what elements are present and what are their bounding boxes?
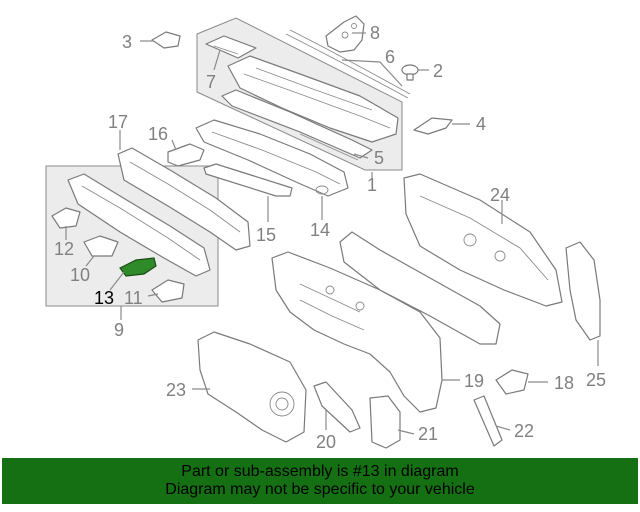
part-cross-member[interactable] <box>339 231 501 345</box>
part-20-bracket[interactable] <box>313 381 361 433</box>
part-10-bracket[interactable] <box>83 235 119 257</box>
part-15-strip[interactable] <box>203 163 293 197</box>
part-6-seal-strip[interactable] <box>285 29 411 99</box>
callout-5: 5 <box>374 148 384 168</box>
callout-20: 20 <box>316 432 336 452</box>
callout-9: 9 <box>114 320 124 340</box>
callout-15: 15 <box>256 225 276 245</box>
callout-16: 16 <box>148 124 168 144</box>
part-25-bracket[interactable] <box>565 241 601 341</box>
part-13-highlighted-bracket[interactable] <box>119 257 157 277</box>
callout-4: 4 <box>476 114 486 134</box>
callout-2: 2 <box>433 61 443 81</box>
callout-11: 11 <box>124 288 143 308</box>
part-12-bracket[interactable] <box>51 207 81 229</box>
part-8-bracket[interactable] <box>325 15 365 53</box>
part-1-cowl-assembly[interactable] <box>221 55 399 159</box>
banner-line-1: Part or sub-assembly is #13 in diagram <box>181 463 459 480</box>
callout-8: 8 <box>370 23 380 43</box>
callout-12: 12 <box>54 239 74 259</box>
part-24-dash-insulator[interactable] <box>403 173 563 307</box>
part-16-bracket[interactable] <box>167 143 205 167</box>
part-11-bracket[interactable] <box>151 279 185 303</box>
part-7-cowl-panel[interactable] <box>205 35 257 59</box>
part-17-dash-reinforcement[interactable] <box>117 147 251 251</box>
callout-3: 3 <box>122 32 132 52</box>
part-3-clip[interactable] <box>151 31 181 49</box>
callout-13-highlighted: 13 <box>94 288 114 308</box>
part-18-bracket[interactable] <box>495 369 529 395</box>
part-5-cowl-lower-panel[interactable] <box>299 133 359 161</box>
leader-lines <box>65 32 599 435</box>
part-2-grommet[interactable] <box>401 64 419 81</box>
callout-7: 7 <box>206 72 216 92</box>
part-23-insulator[interactable] <box>197 331 307 443</box>
part-22-strip[interactable] <box>473 395 503 447</box>
callout-14: 14 <box>310 220 330 240</box>
callout-21: 21 <box>418 424 438 444</box>
callout-24: 24 <box>490 185 510 205</box>
callout-22: 22 <box>514 421 534 441</box>
part-21-bracket[interactable] <box>369 395 401 449</box>
callout-17: 17 <box>108 112 128 132</box>
part-9-reinforcement-assembly[interactable] <box>67 173 211 277</box>
callout-18: 18 <box>554 373 574 393</box>
diagram-notice-banner: Part or sub-assembly is #13 in diagram D… <box>2 458 638 504</box>
callout-25: 25 <box>586 370 606 390</box>
callout-23: 23 <box>166 380 186 400</box>
part-19-dash-panel[interactable] <box>271 251 443 413</box>
part-4-bracket[interactable] <box>413 117 453 135</box>
callout-10: 10 <box>70 265 90 285</box>
callout-6: 6 <box>385 47 395 67</box>
callout-19: 19 <box>464 371 484 391</box>
banner-line-2: Diagram may not be specific to your vehi… <box>165 481 475 498</box>
part-14-dash-upper-panel[interactable] <box>195 119 349 197</box>
callout-1: 1 <box>367 175 377 195</box>
